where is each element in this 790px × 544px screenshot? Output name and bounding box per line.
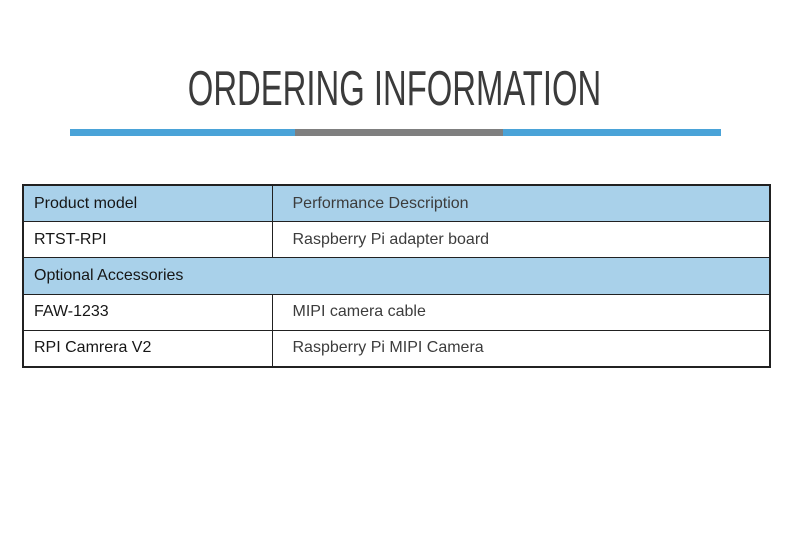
cell-product-model: FAW-1233 [22, 293, 273, 331]
table-section-row: Optional Accessories [22, 257, 771, 295]
title-divider [70, 129, 721, 136]
cell-product-model: RPI Camrera V2 [22, 329, 273, 368]
divider-segment-gray [295, 129, 503, 136]
cell-performance-description: MIPI camera cable [271, 293, 771, 331]
header-cell-product-model: Product model [22, 184, 273, 223]
divider-segment-blue-right [503, 129, 721, 136]
table-row: RPI Camrera V2 Raspberry Pi MIPI Camera [22, 329, 771, 368]
cell-performance-description: Raspberry Pi adapter board [271, 221, 771, 259]
table-row: FAW-1233 MIPI camera cable [22, 293, 771, 331]
table-row: RTST-RPI Raspberry Pi adapter board [22, 221, 771, 259]
page-title-text: ORDERING INFORMATION [188, 62, 602, 116]
page-title: ORDERING INFORMATION [0, 60, 790, 119]
cell-product-model: RTST-RPI [22, 221, 273, 259]
header-cell-performance-description: Performance Description [271, 184, 771, 223]
cell-performance-description: Raspberry Pi MIPI Camera [271, 329, 771, 368]
ordering-table: Product model Performance Description RT… [22, 184, 771, 368]
cell-section-label: Optional Accessories [22, 257, 771, 295]
divider-segment-blue-left [70, 129, 295, 136]
table-header-row: Product model Performance Description [22, 184, 771, 223]
